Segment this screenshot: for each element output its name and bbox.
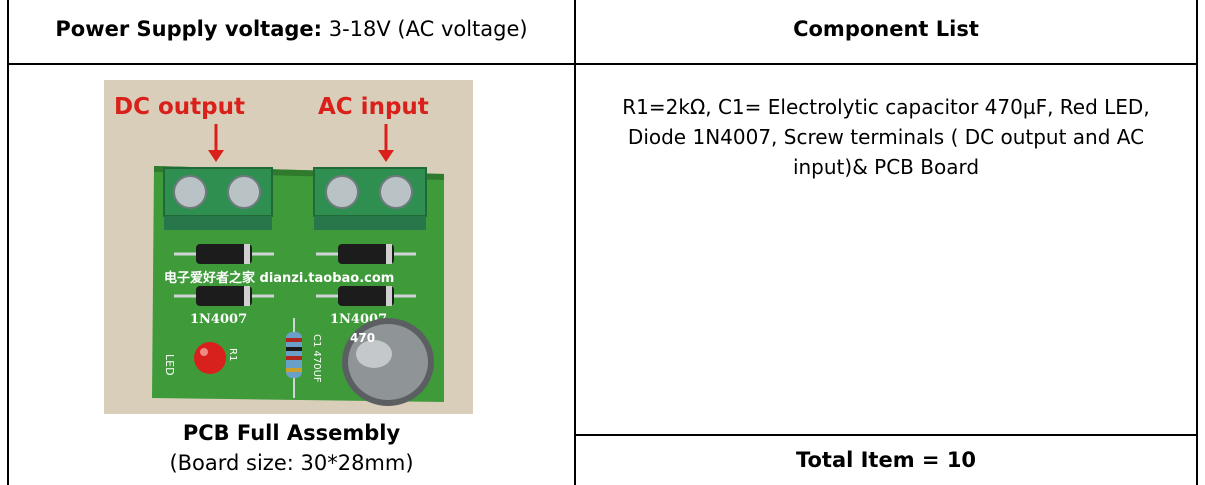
pcb-caption-subtitle: (Board size: 30*28mm) [169,451,414,475]
ac-terminal-block [313,167,427,230]
component-description: R1=2kΩ, C1= Electrolytic capacitor 470µF… [622,95,1150,179]
diode-left-label: 1N4007 [190,312,247,327]
pcb-caption-title: PCB Full Assembly [182,421,401,445]
power-supply-cell: Power Supply voltage: 3-18V (AC voltage) [9,16,574,42]
screw-icon [227,175,261,209]
dc-terminal-block [163,167,273,230]
table-border-left [7,0,9,485]
screw-icon [173,175,207,209]
capacitor-mark: 470 [350,331,375,345]
resistor-label: R1 [227,348,238,361]
pcb-photo: DC output AC input [104,80,473,414]
dc-output-label: DC output [114,94,245,120]
resistor-icon [286,318,302,398]
screw-icon [379,175,413,209]
silkscreen-text: 电子爱好者之家 dianzi.taobao.com [164,270,394,286]
power-supply-value: 3-18V (AC voltage) [322,17,528,41]
led-icon [194,342,226,374]
led-label: LED [163,354,176,376]
ac-input-label: AC input [318,94,429,120]
diode-top-right [316,244,416,264]
header-row-divider [7,63,1198,65]
dc-arrow-icon [208,124,224,162]
diode-bottom-left [174,286,274,306]
power-supply-label: Power Supply voltage: [55,17,323,41]
table-border-right [1196,0,1198,485]
ac-arrow-icon [378,124,394,162]
diode-bottom-right [316,286,416,306]
component-list-header: Component List [793,17,979,41]
total-items: Total Item = 10 [795,448,977,472]
total-row-divider [574,434,1198,436]
diode-top-left [174,244,274,264]
capacitor-label: C1 470UF [311,334,322,383]
table-border-middle [574,0,576,485]
pcb-illustration: DC output AC input [104,80,473,414]
capacitor-icon: 470 [342,318,434,406]
screw-icon [325,175,359,209]
